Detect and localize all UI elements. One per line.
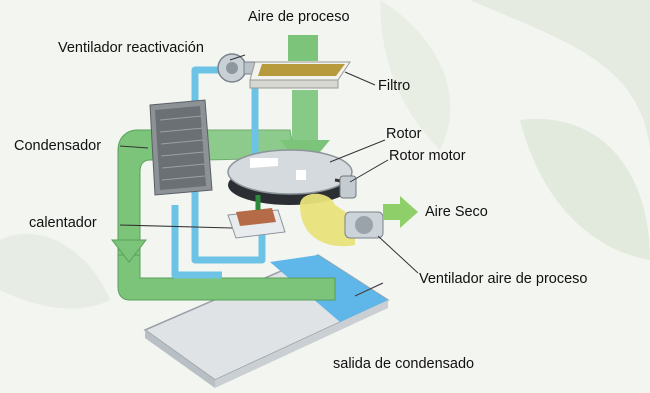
rotor-assembly (227, 149, 353, 205)
rotor-motor-label: Rotor motor (389, 148, 466, 164)
process-air-duct (110, 129, 336, 301)
process-air-fan-label: Ventilador aire de proceso (419, 271, 588, 287)
background-leaves (0, 0, 650, 309)
dry-air-arrow (383, 196, 418, 228)
rotor-motor (339, 175, 357, 199)
heater-label: calentador (29, 215, 97, 231)
rotor-label: Rotor (386, 126, 422, 142)
condenser-label: Condensador (14, 138, 102, 154)
condenser-unit (149, 99, 213, 196)
filter-unit (249, 61, 351, 89)
condensate-outlet-label: salida de condensado (333, 356, 475, 372)
process-air-label: Aire de proceso (248, 9, 350, 25)
filter-label: Filtro (378, 78, 411, 94)
heater-unit (227, 195, 286, 239)
reactivation-fan-label: Ventilador reactivación (58, 40, 204, 56)
leader-lines (119, 54, 419, 274)
dry-air-flow (300, 193, 418, 247)
dry-air-label: Aire Seco (425, 204, 488, 220)
